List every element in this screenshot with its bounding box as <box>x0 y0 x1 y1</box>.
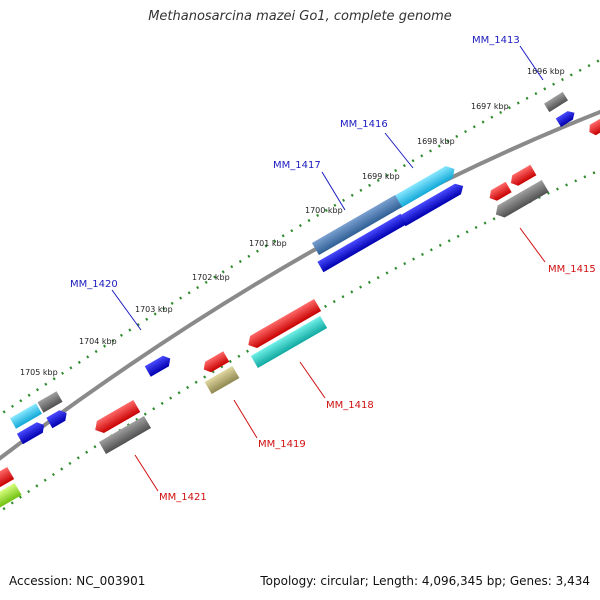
tick-label: 1705 kbp <box>20 368 58 377</box>
gene-block[interactable] <box>98 415 152 455</box>
gene-block[interactable] <box>250 315 328 369</box>
accession-info: Accession: NC_003901 <box>9 574 145 588</box>
gene-block[interactable] <box>317 213 407 273</box>
forward-tick-track <box>0 58 600 417</box>
gene-label[interactable]: MM_1418 <box>326 400 374 411</box>
gene-arrow[interactable] <box>508 164 537 188</box>
gene-arrow[interactable] <box>492 179 549 221</box>
accession-value: NC_003901 <box>76 574 146 588</box>
gene-label[interactable]: MM_1413 <box>472 35 520 46</box>
gene-label[interactable]: MM_1419 <box>258 439 306 450</box>
topology-info: Topology: circular; Length: 4,096,345 bp… <box>260 574 590 588</box>
gene-arrow[interactable] <box>16 420 47 445</box>
gene-arrow[interactable] <box>144 353 174 377</box>
tick-label: 1697 kbp <box>471 102 509 111</box>
tick-label: 1696 kbp <box>527 67 565 76</box>
gene-label[interactable]: MM_1415 <box>548 264 596 275</box>
gene-block[interactable] <box>0 482 22 510</box>
gene-label[interactable]: MM_1420 <box>70 279 118 290</box>
gene-label[interactable]: MM_1416 <box>340 119 388 130</box>
gene-arrow[interactable] <box>586 116 600 137</box>
gene-arrow[interactable] <box>201 351 230 374</box>
gene-block[interactable] <box>544 91 568 113</box>
gene-labels: MM_1413 MM_1416 MM_1417 MM_1420 MM_1415 … <box>70 35 596 503</box>
tick-labels: 1696 kbp 1697 kbp 1698 kbp 1699 kbp 1700… <box>20 67 565 377</box>
tick-label: 1698 kbp <box>417 137 455 146</box>
genome-backbone <box>0 109 600 461</box>
gene-arrow[interactable] <box>0 466 15 490</box>
gene-arrow[interactable] <box>46 408 69 429</box>
gene-arrow[interactable] <box>245 298 322 351</box>
gene-block[interactable] <box>311 194 403 256</box>
accession-label: Accession: <box>9 574 73 588</box>
forward-genes <box>10 91 577 445</box>
gene-block[interactable] <box>10 403 42 429</box>
gene-arrow[interactable] <box>92 399 141 436</box>
gene-label[interactable]: MM_1417 <box>273 160 321 171</box>
gene-block[interactable] <box>37 391 63 413</box>
gene-arrow[interactable] <box>393 163 458 209</box>
tick-label: 1704 kbp <box>79 337 117 346</box>
gene-arrow[interactable] <box>399 181 467 227</box>
tick-label: 1699 kbp <box>362 172 400 181</box>
gene-arrow[interactable] <box>487 181 512 203</box>
reverse-genes <box>0 116 600 510</box>
callout-lines <box>111 45 546 492</box>
gene-label[interactable]: MM_1421 <box>159 492 207 503</box>
tick-label: 1703 kbp <box>135 305 173 314</box>
tick-label: 1701 kbp <box>249 239 287 248</box>
gene-block[interactable] <box>204 365 240 395</box>
gene-arrow[interactable] <box>555 108 577 128</box>
map-title: Methanosarcina mazei Go1, complete genom… <box>148 9 452 24</box>
tick-label: 1700 kbp <box>305 206 343 215</box>
tick-label: 1702 kbp <box>192 273 230 282</box>
